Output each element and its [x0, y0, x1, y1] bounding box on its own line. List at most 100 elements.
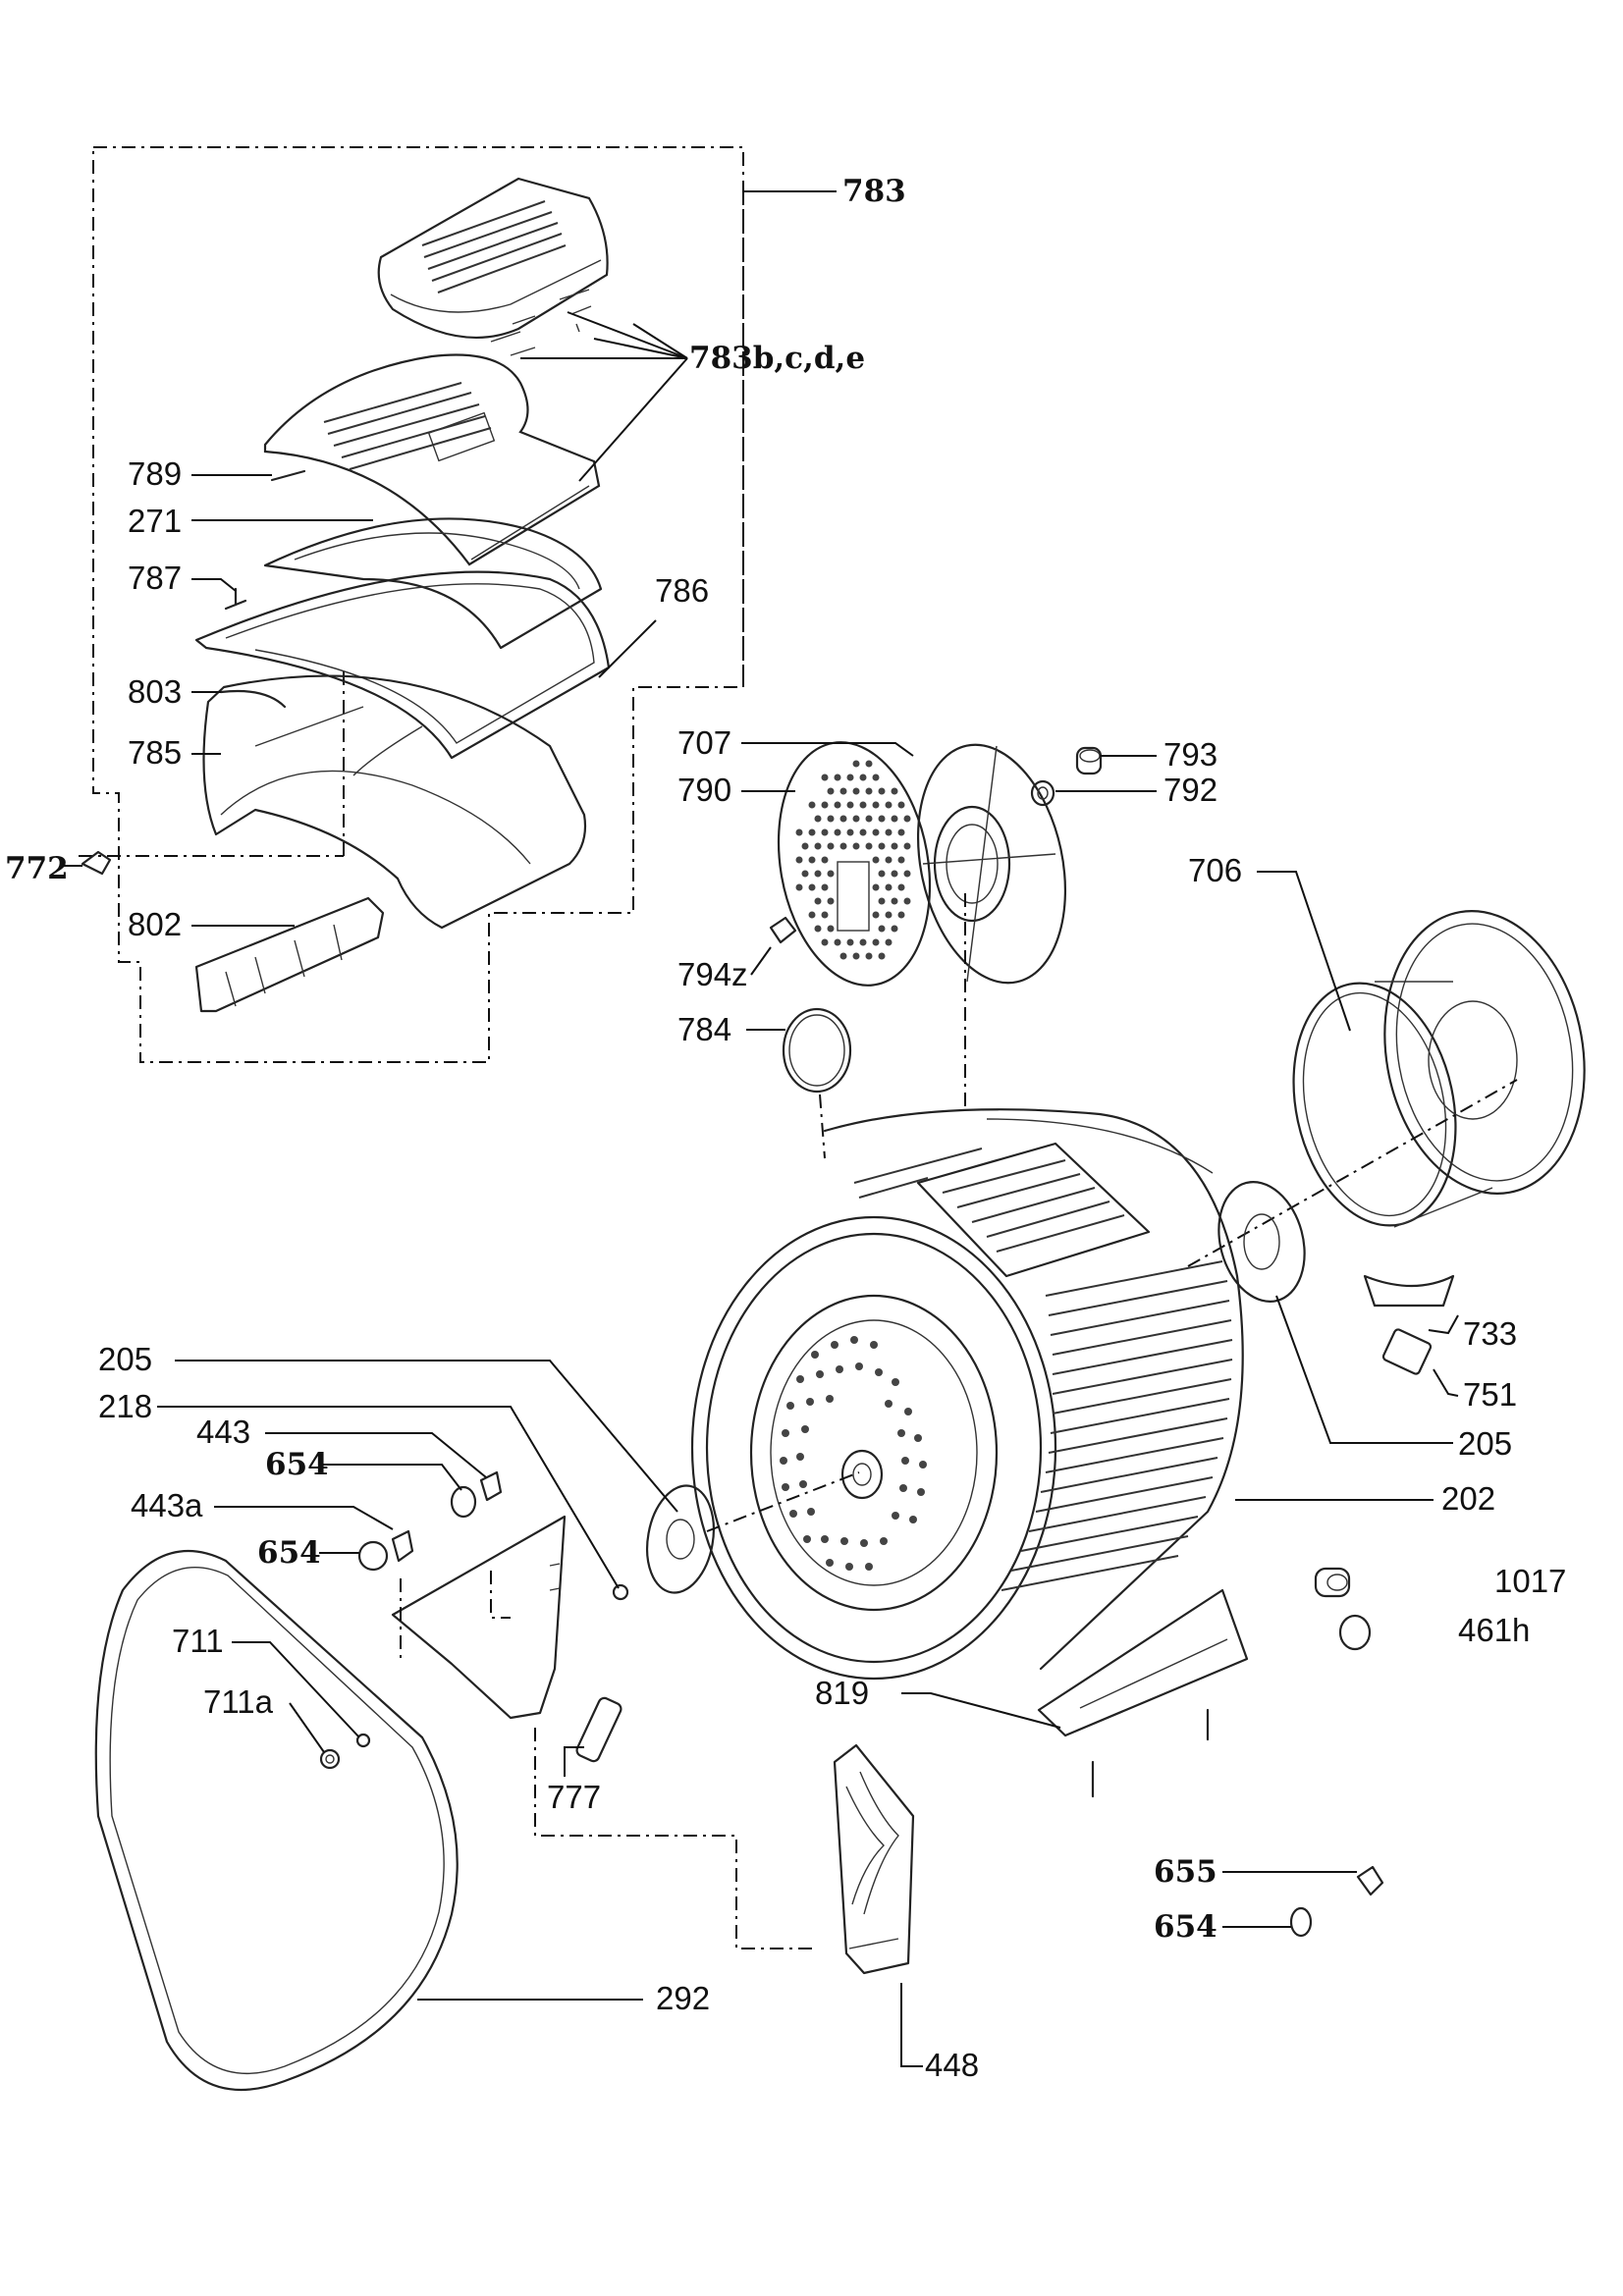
ring-784 [782, 1007, 852, 1094]
bushing-792 [1030, 779, 1055, 807]
perforation-hole [814, 815, 822, 823]
perforation-hole [897, 856, 905, 864]
perforation-hole [885, 856, 893, 864]
perforation-hole [897, 883, 905, 891]
label-205-right: 205 [1458, 1425, 1512, 1462]
label-292: 292 [656, 1980, 710, 2016]
perforation-hole [872, 828, 880, 836]
perforation-hole [872, 856, 880, 864]
label-711: 711 [172, 1623, 224, 1659]
perforation-hole [897, 911, 905, 919]
label-1017: 1017 [1494, 1563, 1566, 1599]
perforation-hole [839, 815, 847, 823]
support-819 [1037, 1588, 1249, 1798]
perforation-hole [852, 787, 860, 795]
perforation-hole [872, 801, 880, 809]
perforation-hole [808, 856, 816, 864]
washer-711 [355, 1733, 371, 1748]
label-443: 443 [196, 1414, 250, 1450]
filter-housing-785 [202, 674, 587, 930]
perforation-hole [834, 938, 841, 946]
bushing-793 [1075, 746, 1103, 775]
perforation-hole [846, 938, 854, 946]
pin-789 [270, 469, 306, 482]
perforation-hole [872, 938, 880, 946]
o-ring-654-loose [1289, 1906, 1313, 1938]
perforation-hole [878, 787, 886, 795]
perforation-hole [827, 842, 835, 850]
knob-711a [319, 1748, 341, 1770]
seal-751 [1381, 1328, 1433, 1375]
perforation-hole [827, 897, 835, 905]
gasket-786 [194, 570, 611, 760]
perforation-hole [865, 760, 873, 768]
clip-443 [479, 1470, 503, 1502]
label-448: 448 [925, 2047, 979, 2083]
perforation-hole [795, 828, 803, 836]
label-751: 751 [1463, 1376, 1517, 1413]
perforation-hole [903, 870, 911, 878]
perforation-hole [872, 883, 880, 891]
perforated-disk-790 [777, 741, 932, 987]
label-654-top: 654 [265, 1447, 329, 1482]
drum-ring-706 [1292, 910, 1586, 1308]
perforation-hole [903, 842, 911, 850]
perforation-hole [821, 774, 829, 781]
front-duct [391, 1515, 567, 1720]
perforation-hole [903, 815, 911, 823]
rail-802 [194, 896, 385, 1013]
clip-794z [769, 916, 797, 944]
perforation-hole [878, 897, 886, 905]
perforation-hole [839, 787, 847, 795]
leader-lines [61, 190, 1459, 2067]
label-794z: 794z [677, 956, 748, 992]
perforation-hole [795, 883, 803, 891]
flange-205-left [646, 1484, 715, 1594]
clip-772 [81, 850, 112, 876]
perforation-hole [827, 815, 835, 823]
perforation-hole [891, 897, 898, 905]
perforation-hole [821, 938, 829, 946]
label-785: 785 [128, 734, 182, 771]
perforation-hole [878, 842, 886, 850]
perforation-hole [827, 925, 835, 933]
clip-787 [224, 587, 247, 611]
label-793: 793 [1163, 736, 1217, 773]
perforation-hole [801, 842, 809, 850]
label-706: 706 [1188, 852, 1242, 888]
perforation-hole [852, 952, 860, 960]
filter-cover-783 [377, 177, 609, 356]
label-783b: 783b,c,d,e [689, 341, 865, 376]
perforation-hole [885, 828, 893, 836]
label-803: 803 [128, 673, 182, 710]
perforation-hole [891, 842, 898, 850]
perforation-hole [865, 787, 873, 795]
perforation-hole [827, 870, 835, 878]
perforation-hole [885, 911, 893, 919]
heater-448 [833, 1743, 915, 1975]
label-711a: 711a [203, 1683, 274, 1720]
perforation-hole [885, 938, 893, 946]
callout-labels: 783 783b,c,d,e 789 271 787 786 803 785 7… [5, 174, 1566, 2083]
filter-frame [263, 353, 601, 566]
perforation-hole [865, 952, 873, 960]
perforation-hole [814, 870, 822, 878]
perforation-hole [872, 911, 880, 919]
label-271: 271 [128, 503, 182, 539]
perforation-hole [878, 870, 886, 878]
label-443a: 443a [131, 1487, 203, 1523]
perforation-hole [834, 801, 841, 809]
perforation-hole [808, 828, 816, 836]
perforation-hole [891, 870, 898, 878]
perforation-hole [903, 897, 911, 905]
label-654-mid: 654 [257, 1535, 321, 1571]
perforation-hole [891, 925, 898, 933]
clip-655 [1356, 1865, 1384, 1896]
perforation-hole [821, 856, 829, 864]
label-792: 792 [1163, 772, 1217, 808]
drum-202 [690, 1108, 1244, 1681]
perforation-hole [885, 883, 893, 891]
label-655: 655 [1154, 1854, 1217, 1890]
label-777: 777 [547, 1779, 601, 1815]
